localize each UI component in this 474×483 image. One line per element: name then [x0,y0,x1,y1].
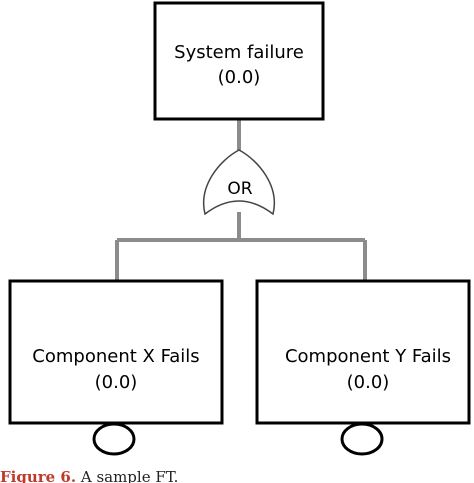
event-x-frame [8,279,224,425]
or-gate: OR [202,149,276,216]
event-x-label: Component X Fails [32,346,199,367]
top-event-box: System failure (0.0) [153,1,325,121]
basic-event-y: Component Y Fails (0.0) [255,279,471,456]
connector-lines [115,120,367,280]
or-gate-label: OR [227,179,252,199]
event-y-value: (0.0) [347,372,390,393]
figure-caption-label: Figure 6. [0,468,77,483]
top-event-value: (0.0) [218,67,261,88]
top-event-label: System failure [174,42,304,63]
figure-caption: Figure 6. A sample FT. [0,468,474,483]
top-event-frame [153,1,325,121]
event-y-circle [340,422,384,456]
event-y-label: Component Y Fails [285,346,451,367]
basic-event-x: Component X Fails (0.0) [8,279,224,456]
event-x-value: (0.0) [95,372,138,393]
figure-caption-text: A sample FT. [76,468,179,483]
or-gate-shape [202,149,276,216]
event-y-frame [255,279,471,425]
event-x-circle [92,422,136,456]
